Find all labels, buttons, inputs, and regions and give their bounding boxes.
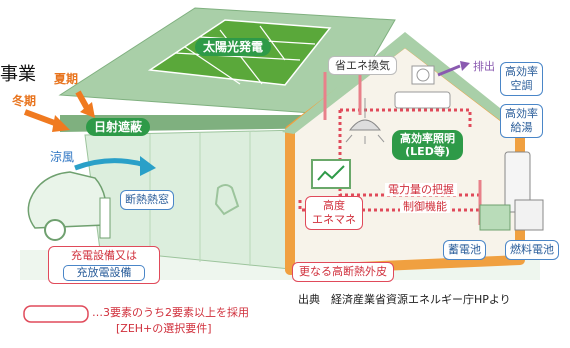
legend-line1: …3要素のうち2要素以上を採用 [92, 306, 249, 319]
fuel-cell-label: 燃料電池 [505, 240, 559, 260]
charger-label: 充電設備又は 充放電設備 [48, 246, 160, 284]
ceiling-lamp [348, 119, 382, 131]
fuel-box [514, 199, 544, 231]
solar-label: 太陽光発電 [195, 38, 272, 57]
legend-sample-box [23, 305, 89, 323]
discharger-text: 充放電設備 [63, 264, 145, 281]
legend-line2: [ZEH+の選択要件] [116, 322, 212, 335]
window-label: 断熱熱窓 [120, 190, 174, 210]
winter-label: 冬期 [12, 94, 37, 108]
storage-battery-label: 蓄電池 [443, 240, 486, 260]
breeze-arrow [74, 158, 146, 171]
vent-fan [411, 65, 435, 85]
shade-label: 日射遮蔽 [86, 118, 151, 137]
charger-post [99, 197, 111, 239]
summer-label: 夏期 [54, 72, 79, 86]
source-credit: 出典 経済産業省資源エネルギー庁HPより [298, 293, 511, 306]
ev-car [27, 171, 107, 229]
resting-person [214, 184, 240, 216]
title-fragment: 事業 [0, 64, 36, 85]
water-heater-label: 高効率 給湯 [500, 104, 543, 138]
breeze-label: 涼風 [50, 150, 75, 164]
power-monitor-label: 電力量の把握 [385, 183, 457, 197]
ventilation-label: 省エネ換気 [328, 56, 397, 76]
aircon-unit [394, 91, 451, 109]
charger-text: 充電設備又は [71, 249, 137, 262]
control-label: 制御機能 [400, 200, 450, 214]
hems-monitor [311, 159, 351, 189]
insulation-label: 更なる高断熱外皮 [292, 262, 394, 282]
exhaust-label: 排出 [473, 60, 495, 73]
storage-box [479, 204, 511, 231]
hems-label: 高度 エネマネ [305, 196, 363, 230]
lighting-label: 高効率照明 (LED等) [392, 130, 463, 161]
aircon-label: 高効率 空調 [500, 62, 543, 96]
